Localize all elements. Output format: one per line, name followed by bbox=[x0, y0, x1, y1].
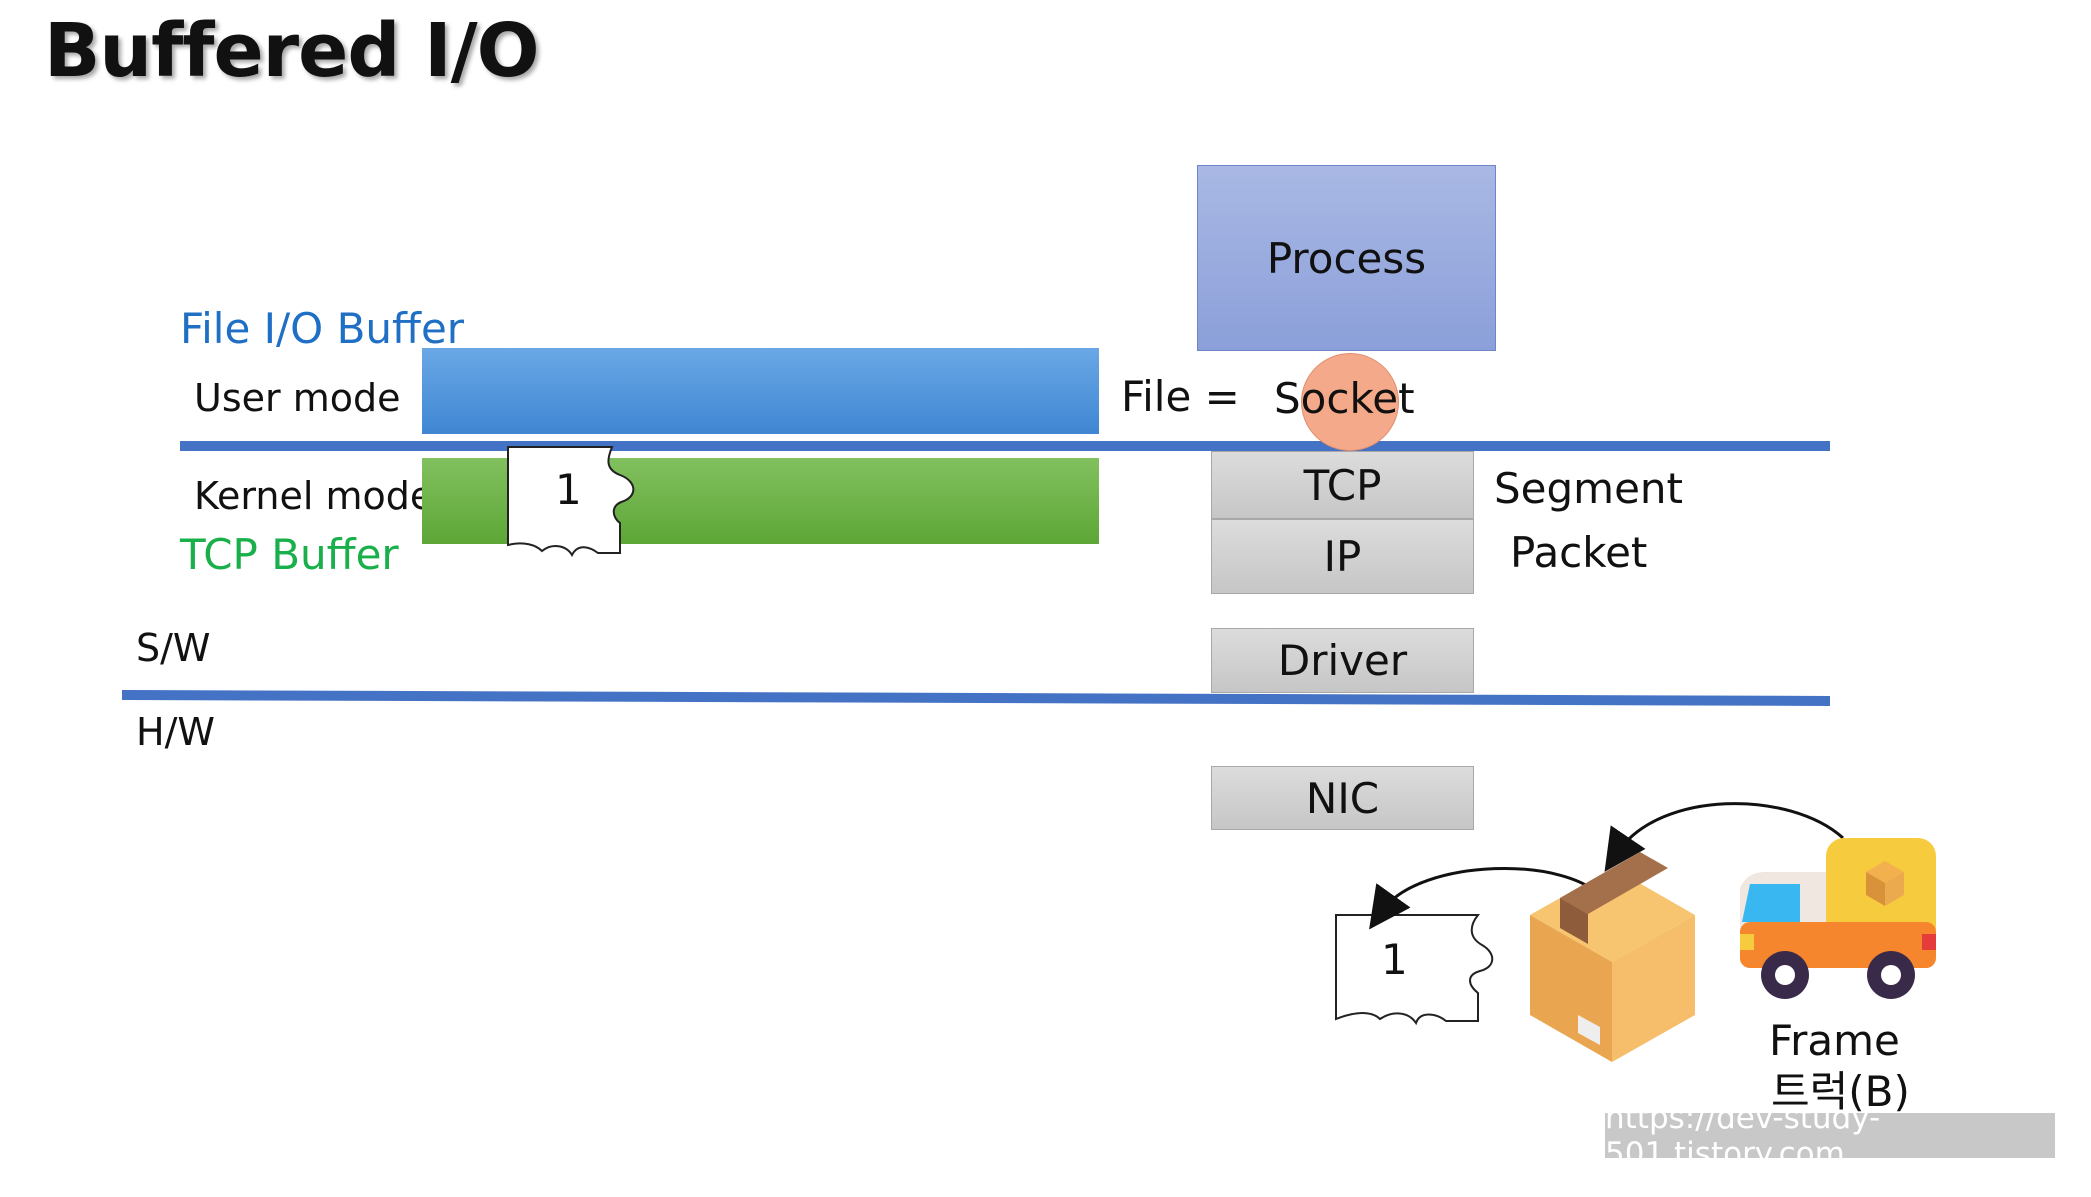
puzzle-number: 1 bbox=[555, 465, 582, 514]
puzzle-piece-icon bbox=[1335, 914, 1494, 1026]
package-box-icon bbox=[1530, 852, 1695, 1062]
tcp-layer-box: TCP bbox=[1211, 451, 1474, 519]
file-equals-label: File = bbox=[1121, 372, 1240, 421]
segment-label: Segment bbox=[1494, 464, 1683, 513]
user-mode-label: User mode bbox=[194, 376, 401, 420]
puzzle-number: 1 bbox=[1381, 935, 1408, 984]
kernel-mode-label: Kernel mode bbox=[194, 474, 434, 518]
truck-label: 트럭(B) bbox=[1771, 1067, 1910, 1116]
frame-label: Frame bbox=[1769, 1016, 1900, 1065]
delivery-truck-icon bbox=[1740, 838, 1936, 999]
sw-label: S/W bbox=[136, 626, 211, 670]
socket-highlight-circle bbox=[1301, 353, 1399, 451]
process-box: Process bbox=[1197, 165, 1496, 351]
file-io-buffer-label: File I/O Buffer bbox=[180, 304, 465, 353]
watermark-url: https://dev-study-501.tistory.com bbox=[1605, 1100, 2055, 1172]
driver-box: Driver bbox=[1211, 628, 1474, 693]
page-title: Buffered I/O bbox=[44, 8, 540, 94]
tcp-buffer-label: TCP Buffer bbox=[180, 530, 399, 579]
user-kernel-divider bbox=[180, 441, 1830, 451]
hw-label: H/W bbox=[136, 710, 215, 754]
user-mode-buffer bbox=[422, 348, 1099, 434]
socket-label: Socket bbox=[1274, 374, 1415, 423]
nic-box: NIC bbox=[1211, 766, 1474, 830]
ip-layer-box: IP bbox=[1211, 519, 1474, 594]
packet-label: Packet bbox=[1510, 528, 1648, 577]
puzzle-piece-icon bbox=[507, 446, 635, 558]
